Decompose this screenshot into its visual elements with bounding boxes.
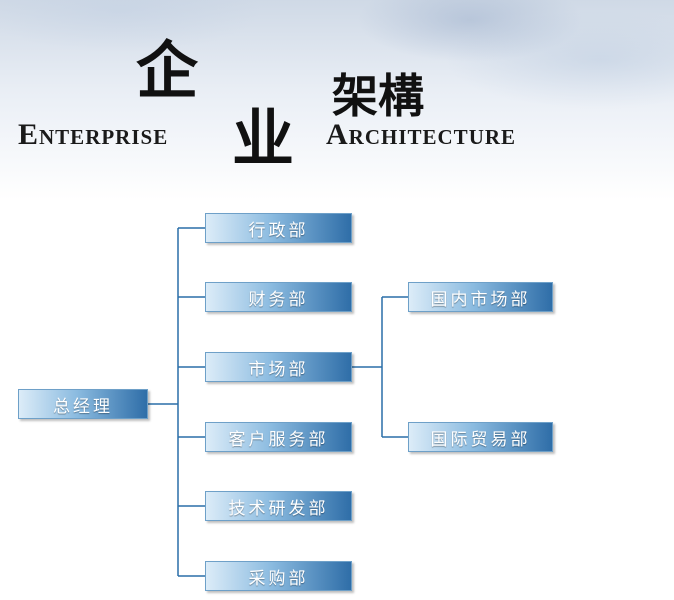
title-en-left: Enterprise xyxy=(18,118,169,151)
title-en-right: Architecture xyxy=(326,118,517,151)
sky-background xyxy=(0,0,674,200)
title-char-ye: 业 xyxy=(232,102,297,175)
title-char-qi: 企 xyxy=(136,34,201,107)
org-node-admin: 行政部 xyxy=(205,213,352,243)
org-node-root: 总经理 xyxy=(18,389,148,419)
org-node-domestic-market: 国内市场部 xyxy=(408,282,553,312)
org-node-finance: 财务部 xyxy=(205,282,352,312)
title-subtitle-cn: 架構 xyxy=(332,69,424,123)
org-node-international-trade: 国际贸易部 xyxy=(408,422,553,452)
org-node-purchasing: 采购部 xyxy=(205,561,352,591)
org-node-customer-service: 客户服务部 xyxy=(205,422,352,452)
org-node-rnd: 技术研发部 xyxy=(205,491,352,521)
org-node-marketing: 市场部 xyxy=(205,352,352,382)
